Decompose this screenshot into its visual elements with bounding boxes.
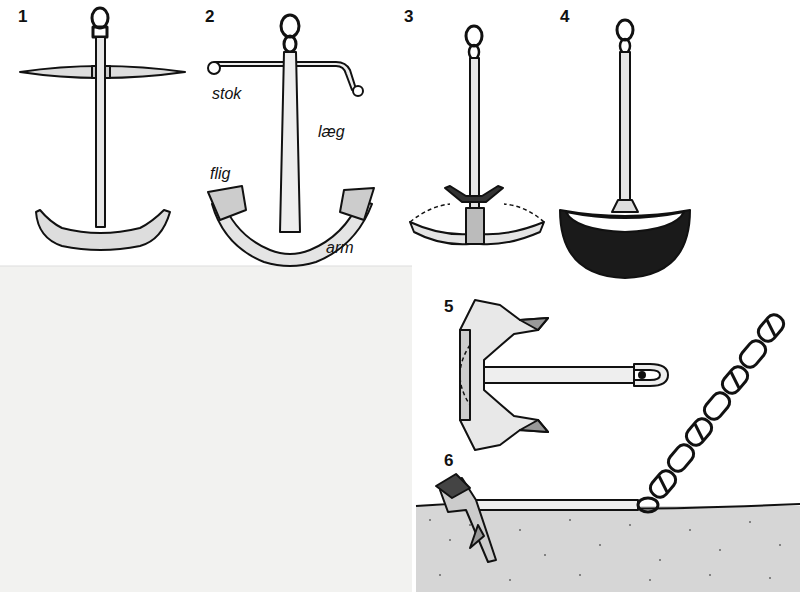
- part-name: flig: [210, 166, 230, 182]
- callout-number: 1: [18, 8, 27, 25]
- callout-number: 6: [444, 452, 453, 469]
- part-name: stok: [212, 86, 241, 102]
- callout-number: 4: [560, 8, 569, 25]
- callout-number: 2: [205, 8, 214, 25]
- callout-number: 3: [404, 8, 413, 25]
- callout-number: 5: [444, 298, 453, 315]
- part-name: arm: [326, 240, 354, 256]
- part-name: læg: [318, 124, 345, 140]
